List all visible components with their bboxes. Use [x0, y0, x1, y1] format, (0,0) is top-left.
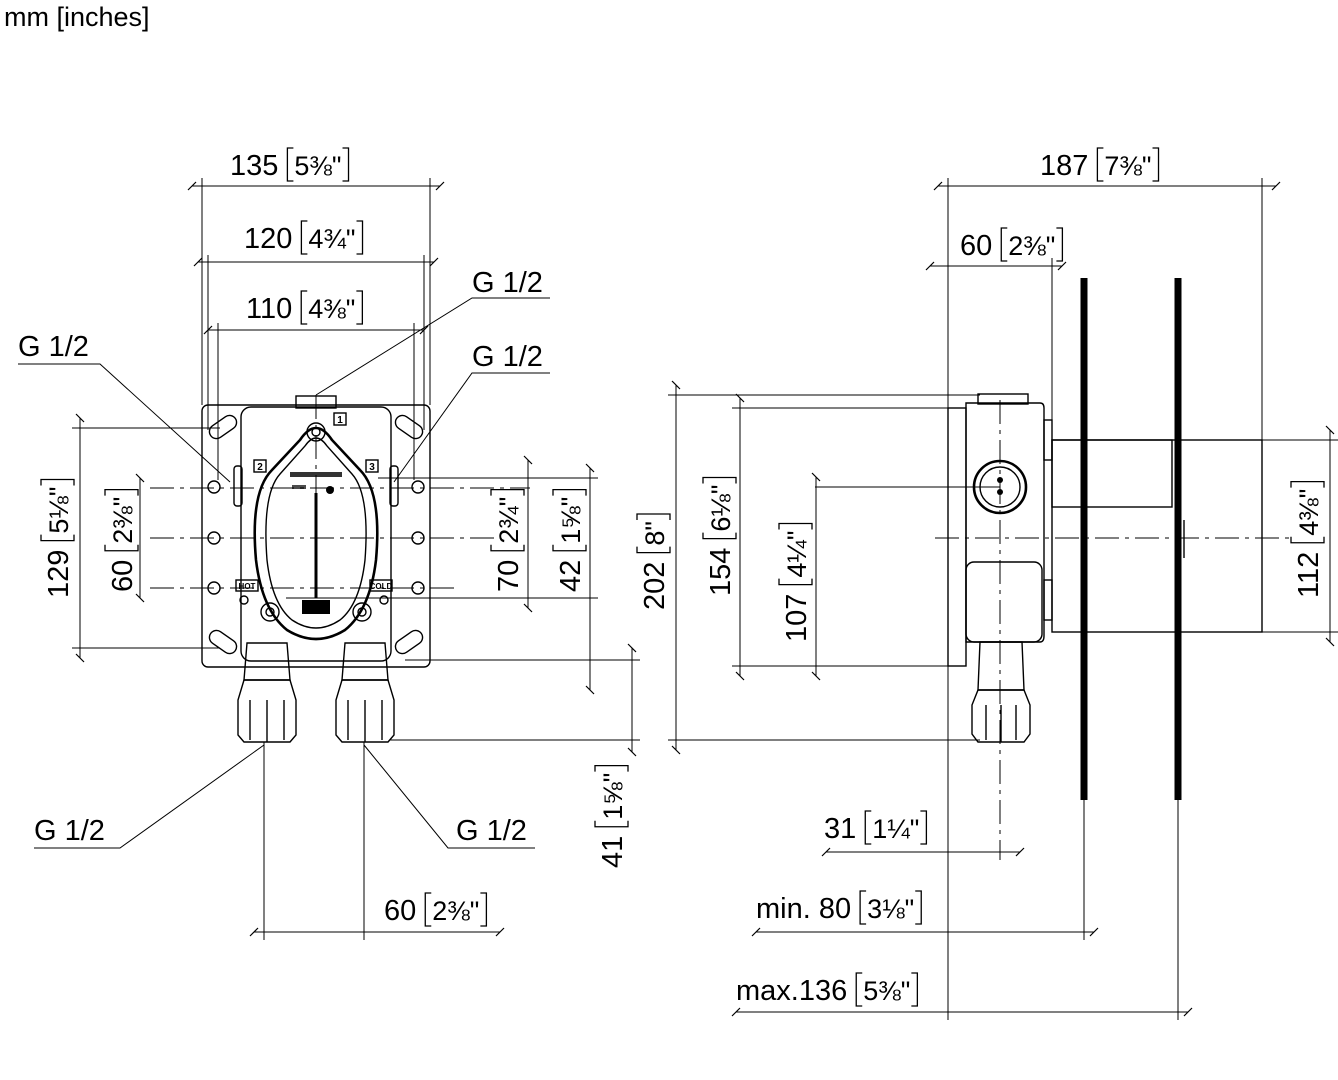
dim-height-154-mm: 154 [705, 548, 737, 596]
dim-width-60-bottom-inch: 2⅜" [432, 896, 479, 926]
wall-plate [947, 407, 967, 667]
dim-depth-max-inch: 5⅜" [863, 976, 910, 1006]
dim-height-60: 60 2⅜" [104, 488, 139, 592]
dim-width-135: 135 5⅜" [230, 147, 350, 182]
dim-width-110-mm: 110 [246, 293, 292, 325]
dim-depth-max: max.136 5⅜" [736, 972, 919, 1007]
dim-depth-min: min. 80 3⅛" [756, 890, 922, 925]
dim-height-70-mm: 70 [493, 560, 525, 592]
dim-width-60-side-mm: 60 [960, 230, 992, 262]
valve-cartridge [253, 426, 379, 641]
dim-width-187: 187 7⅜" [1040, 147, 1160, 182]
dim-depth-max-mm: max.136 [736, 975, 847, 1007]
side-view [668, 178, 1338, 1020]
dim-width-187-inch: 7⅜" [1104, 151, 1151, 181]
dim-depth-31: 31 1¼" [824, 810, 928, 845]
hot-label: HOT [239, 582, 256, 591]
dim-height-112-mm: 112 [1293, 552, 1325, 598]
dim-height-129-inch: 5⅛" [44, 486, 74, 533]
dim-height-42-mm: 42 [555, 560, 587, 592]
front-view: 1 2 3 HOT COLD [18, 178, 640, 940]
dim-height-42: 42 1⅝" [552, 488, 587, 592]
thread-top-label: G 1/2 [472, 267, 543, 299]
dim-height-60-inch: 2⅜" [108, 497, 138, 544]
dim-depth-31-mm: 31 [824, 813, 856, 845]
dim-height-202-mm: 202 [639, 562, 671, 610]
dim-depth-min-mm: min. 80 [756, 893, 851, 925]
thread-bottom-left-label: G 1/2 [34, 815, 105, 847]
thread-left-label: G 1/2 [18, 331, 89, 363]
dim-height-70: 70 2¾" [490, 488, 525, 592]
dim-width-60-side-inch: 2⅜" [1008, 231, 1055, 261]
dim-width-60-bottom: 60 2⅜" [384, 892, 488, 927]
dim-width-110-inch: 4⅜" [308, 294, 355, 324]
port-1-label: 1 [337, 415, 343, 426]
dim-height-202-inch: 8" [640, 521, 670, 546]
dim-height-154-inch: 6⅛" [706, 484, 736, 531]
dim-width-187-mm: 187 [1040, 150, 1088, 182]
bottom-connectors [237, 642, 395, 743]
dim-height-41-inch: 1⅝" [598, 773, 628, 820]
thread-right-label: G 1/2 [472, 341, 543, 373]
cold-label: COLD [370, 582, 393, 591]
dim-width-120-inch: 4¾" [308, 224, 355, 254]
port-3-label: 3 [369, 462, 375, 473]
port-2-label: 2 [257, 462, 263, 473]
dim-width-60-bottom-mm: 60 [384, 895, 416, 927]
valve-body-side [965, 402, 1045, 643]
dim-height-107-inch: 4¼" [782, 530, 812, 577]
dim-height-60-mm: 60 [107, 560, 139, 592]
dim-height-202: 202 8" [636, 513, 671, 610]
dim-depth-min-inch: 3⅛" [867, 894, 914, 924]
dim-width-120: 120 4¾" [244, 220, 364, 255]
dim-width-110: 110 4⅜" [246, 290, 364, 325]
dim-height-70-inch: 2¾" [494, 497, 524, 544]
dim-width-135-mm: 135 [230, 150, 278, 182]
units-label: mm [inches] [4, 2, 150, 32]
dim-width-135-inch: 5⅜" [294, 151, 341, 181]
dim-height-41-mm: 41 [597, 836, 629, 868]
dim-height-42-inch: 1⅝" [556, 497, 586, 544]
thread-bottom-right-label: G 1/2 [456, 815, 527, 847]
dim-height-41: 41 1⅝" [594, 764, 629, 868]
dim-width-60-side: 60 2⅜" [960, 227, 1064, 262]
dim-width-120-mm: 120 [244, 223, 292, 255]
dim-depth-31-inch: 1¼" [872, 814, 919, 844]
dim-height-112-inch: 4⅜" [1294, 489, 1324, 536]
dim-height-129-mm: 129 [43, 550, 75, 598]
dim-height-107-mm: 107 [781, 594, 813, 642]
